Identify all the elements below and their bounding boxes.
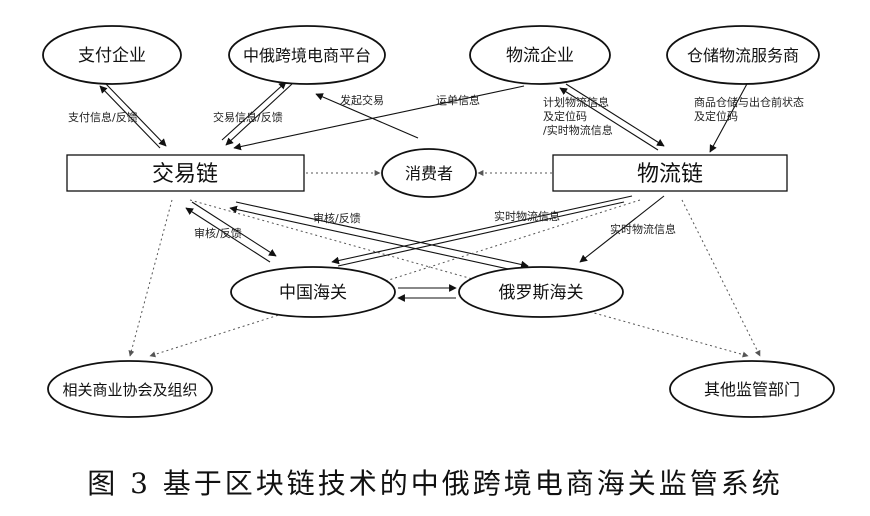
edge-trade-russia-customs	[229, 201, 529, 273]
edge-customs-exchange	[397, 284, 457, 302]
edge-payment-trade	[99, 83, 167, 149]
label-warehouse-status-1: 商品仓储与出仓前状态	[694, 95, 804, 109]
label-warehouse-status-2: 及定位码	[694, 109, 738, 123]
edge-warehouse-chain	[709, 81, 749, 153]
node-payment-company: 支付企业	[42, 25, 182, 85]
node-other-regulators-label: 其他监管部门	[704, 380, 800, 399]
customs-supervision-diagram: 支付企业 中俄跨境电商平台 物流企业 仓储物流服务商 交易链 消费者 物流链 中…	[42, 25, 835, 418]
node-logistics-chain-label: 物流链	[637, 162, 703, 187]
node-trade-chain-label: 交易链	[152, 162, 218, 187]
edge-dotted-bottom	[128, 199, 761, 358]
node-russia-customs: 俄罗斯海关	[458, 266, 624, 318]
figure-caption: 图 3 基于区块链技术的中俄跨境电商海关监管系统	[87, 467, 783, 500]
edge-platform-trade	[221, 81, 293, 146]
node-consumer: 消费者	[381, 148, 477, 198]
node-payment-company-label: 支付企业	[78, 46, 146, 66]
edge-trade-china-customs	[185, 201, 277, 263]
label-audit-feedback-center: 审核/反馈	[313, 211, 361, 225]
node-business-associations-label: 相关商业协会及组织	[62, 381, 197, 399]
node-consumer-label: 消费者	[405, 164, 453, 183]
label-audit-feedback-left: 审核/反馈	[194, 226, 242, 240]
node-russia-customs-label: 俄罗斯海关	[499, 283, 584, 303]
label-initiate-trade: 发起交易	[340, 93, 384, 107]
edge-logistics-company-chain	[559, 83, 665, 151]
label-payment-info: 支付信息/反馈	[68, 110, 138, 124]
edge-logistics-trade-waybill	[233, 85, 525, 151]
label-realtime-logistics-1: 实时物流信息	[494, 209, 560, 223]
edge-logistics-china-customs	[331, 195, 633, 267]
label-waybill-info: 运单信息	[436, 93, 480, 107]
edge-consumer-platform	[315, 93, 419, 139]
label-trade-info: 交易信息/反馈	[213, 110, 283, 124]
node-platform: 中俄跨境电商平台	[228, 25, 386, 85]
node-china-customs: 中国海关	[230, 266, 396, 318]
label-plan-logistics-1: 计划物流信息	[543, 95, 609, 109]
node-warehouse-provider-label: 仓储物流服务商	[687, 46, 799, 65]
label-realtime-logistics-2: 实时物流信息	[610, 222, 676, 236]
label-plan-logistics-3: /实时物流信息	[543, 123, 613, 137]
node-logistics-chain: 物流链	[552, 154, 788, 192]
node-logistics-company-label: 物流企业	[506, 46, 574, 66]
node-other-regulators: 其他监管部门	[669, 360, 835, 418]
label-plan-logistics-2: 及定位码	[543, 109, 587, 123]
node-logistics-company: 物流企业	[469, 25, 611, 85]
node-platform-label: 中俄跨境电商平台	[243, 46, 371, 65]
node-warehouse-provider: 仓储物流服务商	[666, 25, 820, 85]
edge-logistics-russia-customs	[579, 195, 665, 263]
node-trade-chain: 交易链	[66, 154, 305, 192]
node-business-associations: 相关商业协会及组织	[47, 360, 213, 418]
node-china-customs-label: 中国海关	[279, 283, 347, 303]
